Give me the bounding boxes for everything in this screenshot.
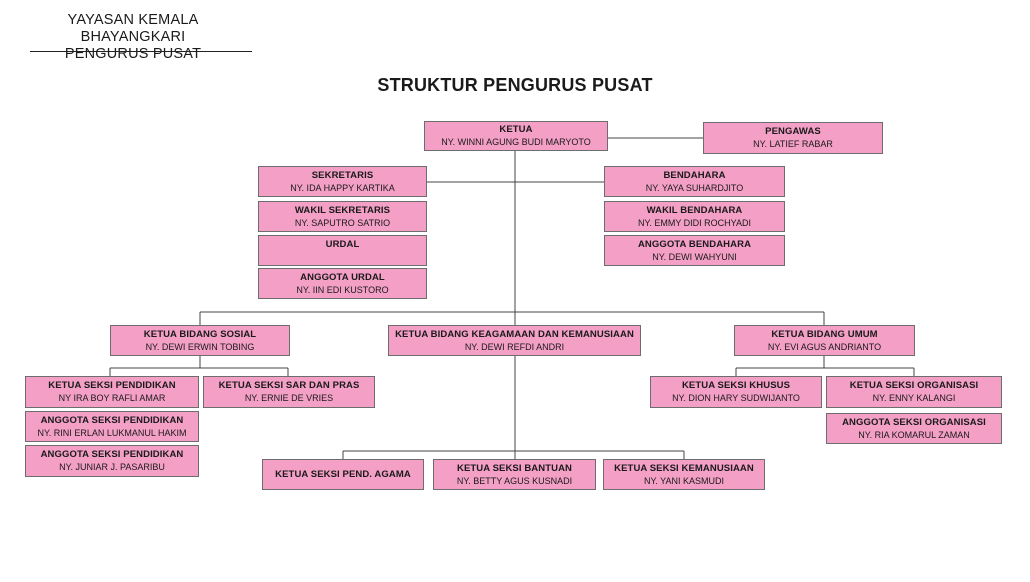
- node-role: KETUA SEKSI PEND. AGAMA: [275, 468, 411, 480]
- node-person: NY IRA BOY RAFLI AMAR: [58, 393, 166, 403]
- node-person: NY. DEWI REFDI ANDRI: [464, 341, 565, 352]
- node-role: PENGAWAS: [765, 126, 821, 137]
- node-person: NY. WINNI AGUNG BUDI MARYOTO: [441, 137, 591, 147]
- node-sekretaris: SEKRETARIS NY. IDA HAPPY KARTIKA: [258, 166, 427, 197]
- organization-header: YAYASAN KEMALA BHAYANGKARI PENGURUS PUSA…: [14, 12, 252, 63]
- node-person: NY. DEWI ERWIN TOBING: [145, 341, 255, 352]
- organization-subtitle: PENGURUS PUSAT: [64, 46, 202, 62]
- node-role: SEKRETARIS: [311, 169, 374, 181]
- node-seksi-khusus: KETUA SEKSI KHUSUS NY. DION HARY SUDWIJA…: [650, 376, 822, 408]
- node-person: NY. JUNIAR J. PASARIBU: [59, 462, 165, 472]
- node-role: KETUA BIDANG SOSIAL: [143, 328, 257, 340]
- header-underline: [30, 51, 252, 52]
- node-role: KETUA SEKSI KHUSUS: [681, 380, 791, 391]
- node-anggota-pendidikan-2: ANGGOTA SEKSI PENDIDIKAN NY. JUNIAR J. P…: [25, 445, 199, 477]
- node-role: WAKIL SEKRETARIS: [294, 204, 391, 216]
- node-role: KETUA BIDANG KEAGAMAAN DAN KEMANUSIAAN: [395, 328, 634, 340]
- node-role: KETUA SEKSI ORGANISASI: [849, 380, 979, 391]
- node-role: ANGGOTA BENDAHARA: [637, 238, 752, 250]
- node-person: NY. RIA KOMARUL ZAMAN: [858, 429, 970, 440]
- node-ketua-bidang-umum: KETUA BIDANG UMUM NY. EVI AGUS ANDRIANTO: [734, 325, 915, 356]
- node-role: KETUA: [499, 124, 533, 135]
- node-seksi-organisasi: KETUA SEKSI ORGANISASI NY. ENNY KALANGI: [826, 376, 1002, 408]
- node-wakil-sekretaris: WAKIL SEKRETARIS NY. SAPUTRO SATRIO: [258, 201, 427, 232]
- node-anggota-bendahara: ANGGOTA BENDAHARA NY. DEWI WAHYUNI: [604, 235, 785, 266]
- node-person: NY. RINI ERLAN LUKMANUL HAKIM: [37, 427, 187, 438]
- node-role: ANGGOTA URDAL: [300, 271, 385, 283]
- node-person: NY. ERNIE DE VRIES: [244, 393, 334, 403]
- node-anggota-urdal: ANGGOTA URDAL NY. IIN EDI KUSTORO: [258, 268, 427, 299]
- node-anggota-organisasi: ANGGOTA SEKSI ORGANISASI NY. RIA KOMARUL…: [826, 413, 1002, 444]
- node-seksi-bantuan: KETUA SEKSI BANTUAN NY. BETTY AGUS KUSNA…: [433, 459, 596, 490]
- node-person: NY. IDA HAPPY KARTIKA: [290, 182, 395, 193]
- node-role: WAKIL BENDAHARA: [646, 204, 743, 216]
- node-seksi-sar: KETUA SEKSI SAR DAN PRAS NY. ERNIE DE VR…: [203, 376, 375, 408]
- node-person: NY. ENNY KALANGI: [872, 393, 956, 403]
- node-ketua-bidang-keagamaan: KETUA BIDANG KEAGAMAAN DAN KEMANUSIAAN N…: [388, 325, 641, 356]
- node-person: NY. DION HARY SUDWIJANTO: [672, 393, 800, 403]
- page-title: STRUKTUR PENGURUS PUSAT: [377, 75, 653, 95]
- node-pengawas: PENGAWAS NY. LATIEF RABAR: [703, 122, 883, 154]
- node-anggota-pendidikan-1: ANGGOTA SEKSI PENDIDIKAN NY. RINI ERLAN …: [25, 411, 199, 442]
- node-seksi-agama: KETUA SEKSI PEND. AGAMA: [262, 459, 424, 490]
- node-person: NY. YAYA SUHARDJITO: [645, 182, 744, 193]
- node-wakil-bendahara: WAKIL BENDAHARA NY. EMMY DIDI ROCHYADI: [604, 201, 785, 232]
- node-urdal: URDAL: [258, 235, 427, 266]
- node-role: KETUA SEKSI KEMANUSIAAN: [614, 462, 754, 474]
- node-role: KETUA BIDANG UMUM: [771, 328, 878, 340]
- node-person: NY. SAPUTRO SATRIO: [294, 217, 391, 228]
- node-person: NY. LATIEF RABAR: [753, 139, 833, 149]
- node-role: ANGGOTA SEKSI ORGANISASI: [842, 416, 986, 428]
- node-person: NY. IIN EDI KUSTORO: [296, 284, 389, 295]
- node-bendahara: BENDAHARA NY. YAYA SUHARDJITO: [604, 166, 785, 197]
- node-person: NY. DEWI WAHYUNI: [652, 251, 737, 262]
- node-role: ANGGOTA SEKSI PENDIDIKAN: [40, 449, 184, 460]
- node-role: ANGGOTA SEKSI PENDIDIKAN: [40, 414, 184, 426]
- node-person: NY. YANI KASMUDI: [643, 475, 725, 486]
- node-role: URDAL: [325, 239, 360, 250]
- node-ketua-bidang-sosial: KETUA BIDANG SOSIAL NY. DEWI ERWIN TOBIN…: [110, 325, 290, 356]
- node-person: NY. EVI AGUS ANDRIANTO: [767, 341, 882, 352]
- node-role: KETUA SEKSI SAR DAN PRAS: [218, 380, 360, 391]
- node-person: NY. BETTY AGUS KUSNADI: [456, 475, 573, 486]
- node-role: BENDAHARA: [663, 169, 726, 181]
- organization-name: YAYASAN KEMALA BHAYANGKARI: [67, 12, 199, 45]
- node-seksi-pendidikan: KETUA SEKSI PENDIDIKAN NY IRA BOY RAFLI …: [25, 376, 199, 408]
- node-role: KETUA SEKSI BANTUAN: [456, 462, 573, 474]
- node-person: NY. EMMY DIDI ROCHYADI: [637, 217, 752, 228]
- node-seksi-kemanusiaan: KETUA SEKSI KEMANUSIAAN NY. YANI KASMUDI: [603, 459, 765, 490]
- node-ketua: KETUA NY. WINNI AGUNG BUDI MARYOTO: [424, 121, 608, 151]
- node-role: KETUA SEKSI PENDIDIKAN: [48, 380, 176, 391]
